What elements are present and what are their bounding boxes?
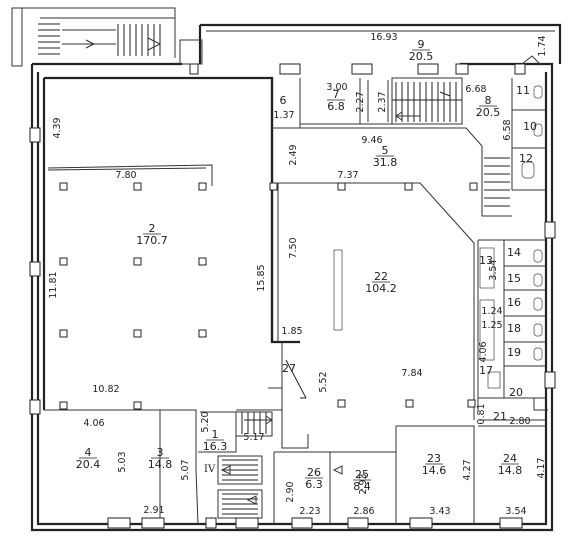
room-number-13: 13 [479,254,493,267]
room-number-23: 23 [427,452,441,465]
dimension-label: 5.17 [243,432,264,443]
stair-iv [217,455,263,519]
room-number-9: 9 [418,38,425,51]
entrance-stair [11,7,203,67]
room-area-9: 20.5 [409,50,434,63]
dimension-label: 4.17 [536,457,547,478]
room-area-22: 104.2 [365,282,397,295]
room-number-22: 22 [374,270,388,283]
dimension-label: 9.46 [361,135,382,146]
dimension-label: 1.74 [537,35,548,56]
arrows [220,55,541,505]
dimension-label: 2.49 [288,144,299,165]
room-area-2: 170.7 [136,234,168,247]
dimension-label: 5.03 [117,451,128,472]
room-number-8: 8 [485,94,492,107]
room-number-27: 27 [282,362,296,375]
room-area-5: 31.8 [373,156,398,169]
room-area-4: 20.4 [76,458,101,471]
room-area-24: 14.8 [498,464,523,477]
dimension-label: 1.85 [281,326,302,337]
room-area-8: 20.5 [476,106,501,119]
room-area-25: 8.4 [353,480,371,493]
room-number-6: 6 [280,94,287,107]
hatch [521,55,541,65]
room-number-14: 14 [507,246,521,259]
dimension-label: 5.20 [200,411,211,432]
dimension-label: 16.93 [370,32,397,43]
room-number-17: 17 [479,364,493,377]
room-number-15: 15 [507,272,521,285]
dimension-label: 15.85 [256,264,267,291]
dimension-label: 2.23 [299,506,320,517]
dimension-label: 2.86 [353,506,374,517]
dimension-label: 4.27 [462,459,473,480]
dimension-label: 0.81 [476,403,487,424]
room-number-11: 11 [516,84,530,97]
room-number-10: 10 [523,120,537,133]
room-number-5: 5 [382,144,389,157]
dimension-label: 6.58 [502,119,513,140]
dimension-label: 6.68 [465,84,486,95]
dimension-label: 2.37 [377,91,388,112]
stair-center-south [235,411,273,437]
dimension-label: 2.90 [285,481,296,502]
dimension-labels: 16.93 1.74 3.00 2.27 2.37 6.68 1.37 9.46 6.58 4.3… [48,32,548,517]
room-number-7: 7 [333,88,340,101]
room-area-1: 16.3 [203,440,228,453]
dimension-label: 3.54 [488,259,499,280]
room-area-7: 6.8 [327,100,345,113]
room-number-20: 20 [509,386,523,399]
dimension-label: 2.27 [355,91,366,112]
room-number-16: 16 [507,296,521,309]
room-number-3: 3 [157,446,164,459]
dimension-label: 7.37 [337,170,358,181]
dimension-label: 3.43 [429,506,450,517]
room-number-24: 24 [503,452,517,465]
room-number-26: 26 [307,466,321,479]
dimension-label: 7.50 [288,237,299,258]
room-2-walls [42,76,274,470]
room-area-23: 14.6 [422,464,447,477]
room-number-2: 2 [149,222,156,235]
stair-east [484,157,510,207]
dimension-label: 2.91 [143,505,164,516]
dimension-label: 1.25 [481,320,502,331]
dimension-label: 5.52 [318,371,329,392]
room-number-25: 25 [355,468,369,481]
dimension-label: 10.82 [92,384,119,395]
windows [29,63,556,529]
dimension-label: 11.81 [48,271,59,298]
columns [59,182,478,410]
room-area-26: 6.3 [305,478,323,491]
dimension-label: 3.54 [505,506,526,517]
room-number-21: 21 [493,410,507,423]
dimension-label: 1.24 [481,306,502,317]
dimension-label: 4.39 [52,117,63,138]
stair-label-iv: IV [204,464,216,475]
stair-top-right [391,77,463,125]
toilet-fixtures [479,85,543,389]
dimension-label: 1.37 [273,110,294,121]
room-number-18: 18 [507,322,521,335]
dimension-label: 7.80 [115,170,136,181]
room-number-1: 1 [212,428,219,441]
room-number-19: 19 [507,346,521,359]
entrance-stair-steps [38,23,161,56]
dimension-label: 2.93 [358,473,369,494]
outer-walls [30,23,562,532]
dimension-label: 3.00 [326,82,347,93]
dimension-label: 2.80 [509,416,530,427]
stair-arrow [85,39,96,49]
stair-27 [285,359,307,399]
dimension-label: 7.84 [401,368,422,379]
room-number-4: 4 [85,446,92,459]
dimension-label: 4.06 [478,341,489,362]
dimension-label: 5.07 [180,459,191,480]
room-area-3: 14.8 [148,458,173,471]
dimension-label: 4.06 [83,418,104,429]
room-number-12: 12 [519,152,533,165]
